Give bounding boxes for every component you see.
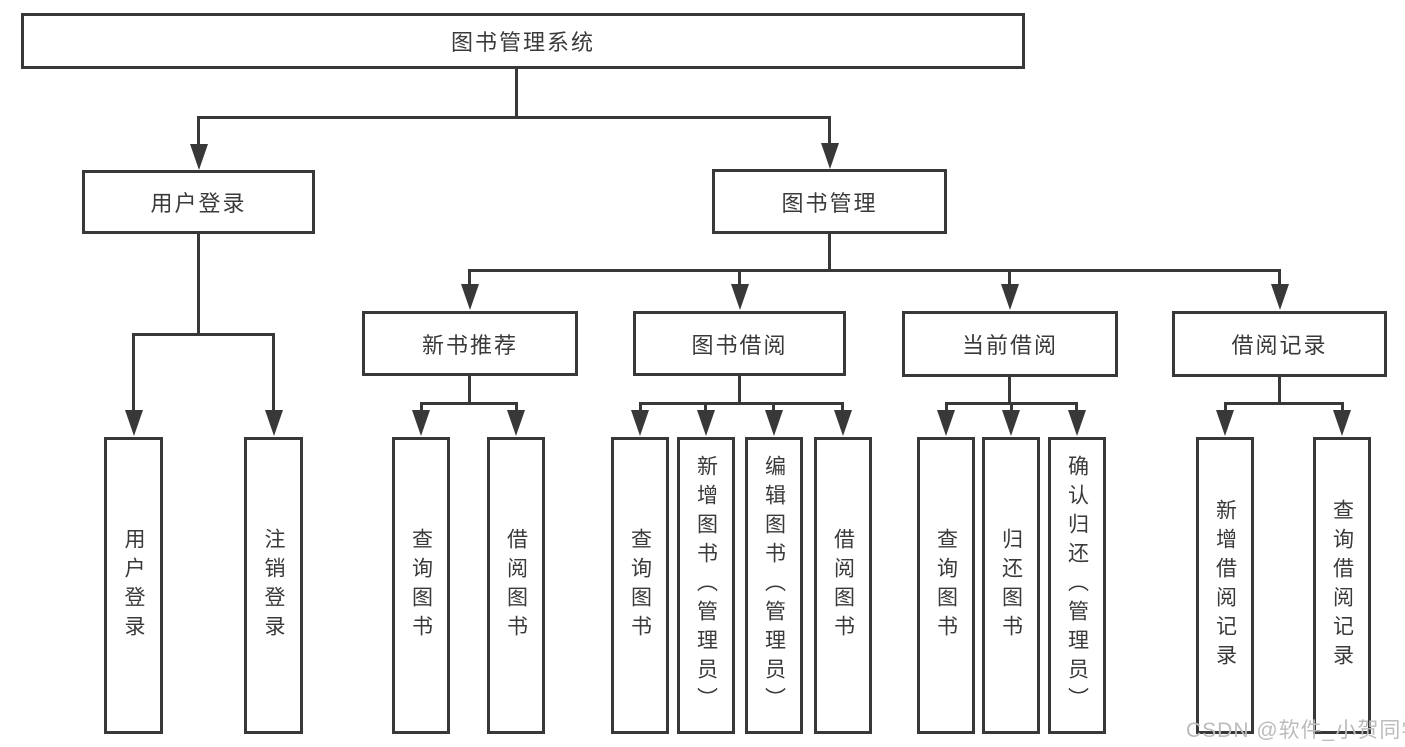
leaf-add-book-admin: 新增图书（管理员） [677,437,735,734]
arrow-down-icon [821,143,839,169]
connector-line [197,233,200,336]
node-new-book-recommendation: 新书推荐 [362,311,578,376]
arrow-down-icon [1001,284,1019,310]
connector-line [639,402,844,405]
node-user-login: 用户登录 [82,170,315,234]
connector-line [420,402,518,405]
arrow-down-icon [631,410,649,436]
leaf-add-borrow-record: 新增借阅记录 [1196,437,1254,734]
connector-line [515,402,518,412]
leaf-edit-book-admin: 编辑图书（管理员） [745,437,803,734]
arrow-down-icon [265,410,283,436]
arrow-down-icon [697,410,715,436]
connector-line [738,269,741,286]
arrow-down-icon [765,410,783,436]
connector-line [704,402,707,412]
node-borrowing-records: 借阅记录 [1172,311,1387,377]
leaf-query-borrow-record: 查询借阅记录 [1313,437,1371,734]
connector-line [772,402,775,412]
arrow-down-icon [1216,410,1234,436]
connector-line [420,402,423,412]
arrow-down-icon [190,144,208,170]
leaf-borrow-books-recommend: 借阅图书 [487,437,545,734]
leaf-logout-login: 注销登录 [244,437,303,734]
node-current-borrowing: 当前借阅 [902,311,1118,377]
connector-line [1278,377,1281,404]
connector-line [1224,402,1344,405]
leaf-query-books-recommend: 查询图书 [392,437,450,734]
leaf-query-books-current: 查询图书 [917,437,975,734]
connector-line [1008,269,1011,286]
connector-line [639,402,642,412]
connector-line [197,116,831,119]
arrow-down-icon [1002,410,1020,436]
arrow-down-icon [834,410,852,436]
connector-line [132,333,135,411]
leaf-query-books-borrowing: 查询图书 [611,437,669,734]
connector-line [272,333,275,411]
connector-line [468,375,471,404]
connector-line [468,269,471,286]
connector-line [1278,269,1281,286]
connector-line [1075,402,1078,412]
arrow-down-icon [507,410,525,436]
arrow-down-icon [937,410,955,436]
node-book-borrowing: 图书借阅 [633,311,846,376]
connector-line [828,234,831,272]
connector-line [515,68,518,119]
arrow-down-icon [1068,410,1086,436]
connector-line [1010,402,1013,412]
connector-line [197,116,200,146]
arrow-down-icon [1333,410,1351,436]
connector-line [1008,377,1011,404]
connector-line [1224,402,1227,412]
connector-line [828,116,831,145]
connector-line [738,376,741,404]
connector-line [841,402,844,412]
connector-line [1341,402,1344,412]
watermark: CSDN @软件_小贺同学 [1186,719,1405,742]
arrow-down-icon [125,410,143,436]
connector-line [468,269,1281,272]
connector-line [945,402,948,412]
connector-line [132,333,275,336]
leaf-return-books: 归还图书 [982,437,1040,734]
node-library-management-system: 图书管理系统 [21,13,1025,69]
leaf-confirm-return-admin: 确认归还（管理员） [1048,437,1106,734]
leaf-borrow-books-borrowing: 借阅图书 [814,437,872,734]
leaf-user-login: 用户登录 [104,437,163,734]
arrow-down-icon [1271,284,1289,310]
arrow-down-icon [461,284,479,310]
arrow-down-icon [412,410,430,436]
arrow-down-icon [731,284,749,310]
node-book-management: 图书管理 [712,169,947,234]
